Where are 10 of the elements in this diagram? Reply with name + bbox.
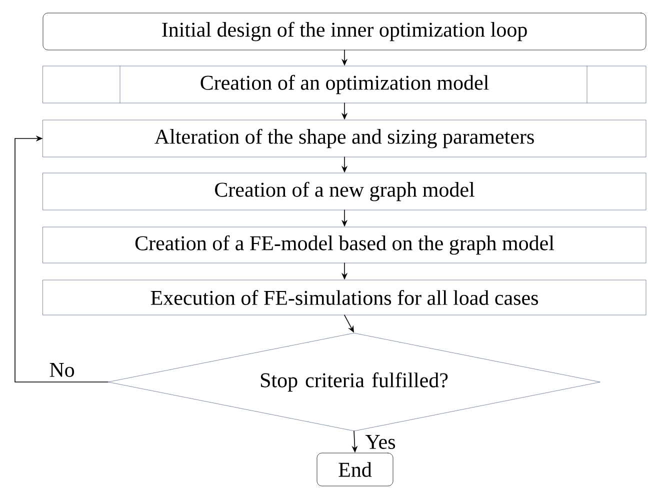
- process-box: Creation of a new graph model: [42, 172, 646, 210]
- edge-label: No: [48, 362, 76, 378]
- terminal-box: Initial design of the inner optimization loop: [42, 12, 646, 50]
- edge-label: Yes: [364, 434, 397, 450]
- arrow: [14, 135, 108, 382]
- process-box: Creation of a FE-model based on the graph model: [42, 226, 646, 264]
- predefined-process-box: Creation of an optimization model: [42, 66, 646, 104]
- process-box: Execution of FE-simulations for all load cases: [42, 280, 646, 316]
- terminal-box: End: [316, 452, 394, 486]
- process-box: Alteration of the shape and sizing parameters: [42, 120, 646, 158]
